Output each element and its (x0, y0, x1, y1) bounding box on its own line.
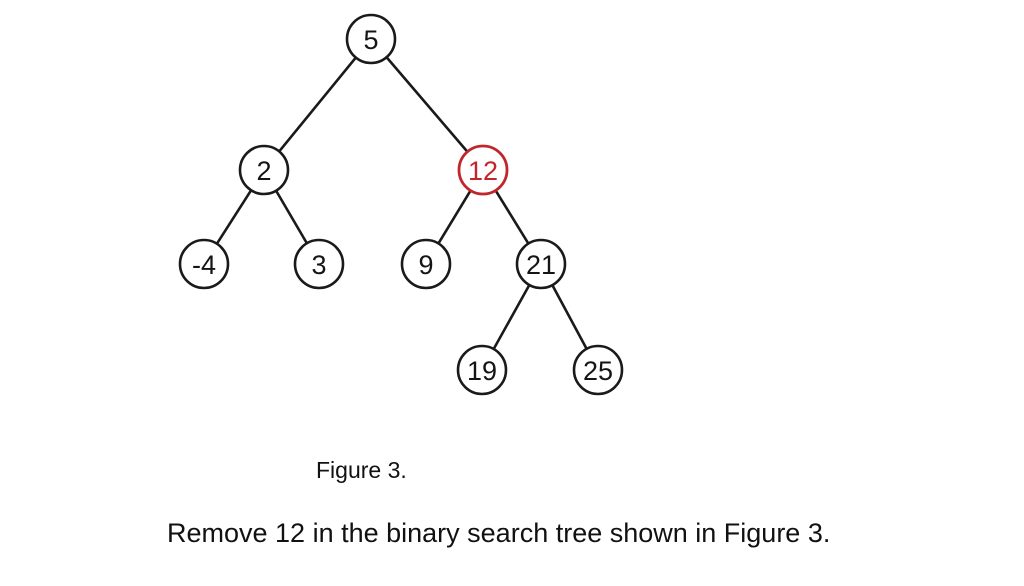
tree-node-9[interactable]: 9 (400, 238, 452, 290)
tree-edge-21-to-19 (491, 282, 532, 352)
tree-edge-5-to-2 (277, 55, 358, 154)
node-circle-2 (238, 144, 290, 196)
node-circle--4 (178, 238, 230, 290)
node-label-5: 5 (363, 25, 378, 55)
tree-edge-2-to--4 (215, 188, 253, 246)
tree-node-2[interactable]: 2 (238, 144, 290, 196)
node-label-25: 25 (583, 356, 613, 386)
tree-edge-5-to-12 (384, 55, 470, 154)
tree-node--4[interactable]: -4 (178, 238, 230, 290)
node-circle-19 (456, 344, 508, 396)
figure-caption: Figure 3. (316, 457, 407, 483)
node-label--4: -4 (192, 250, 216, 280)
binary-search-tree-diagram: 5 2 12 -4 3 9 21 19 25 (178, 13, 624, 396)
node-label-9: 9 (418, 250, 433, 280)
problem-statement: Remove 12 in the binary search tree show… (167, 518, 831, 548)
tree-edge-21-to-25 (550, 282, 589, 352)
node-label-2: 2 (256, 156, 271, 186)
node-layer: 5 2 12 -4 3 9 21 19 25 (178, 13, 624, 396)
tree-edge-12-to-9 (436, 188, 473, 246)
node-circle-12 (457, 144, 509, 196)
tree-node-21[interactable]: 21 (515, 238, 567, 290)
tree-node-5[interactable]: 5 (345, 13, 397, 65)
edge-layer (215, 55, 589, 352)
tree-node-19[interactable]: 19 (456, 344, 508, 396)
node-label-21: 21 (526, 250, 556, 280)
tree-node-12[interactable]: 12 (457, 144, 509, 196)
node-label-3: 3 (311, 250, 326, 280)
tree-node-25[interactable]: 25 (572, 344, 624, 396)
tree-edge-2-to-3 (274, 188, 309, 246)
tree-edge-12-to-21 (493, 188, 531, 246)
node-circle-3 (293, 238, 345, 290)
node-label-12: 12 (468, 156, 498, 186)
node-circle-5 (345, 13, 397, 65)
node-circle-21 (515, 238, 567, 290)
node-circle-9 (400, 238, 452, 290)
node-circle-25 (572, 344, 624, 396)
node-label-19: 19 (467, 356, 497, 386)
tree-node-3[interactable]: 3 (293, 238, 345, 290)
